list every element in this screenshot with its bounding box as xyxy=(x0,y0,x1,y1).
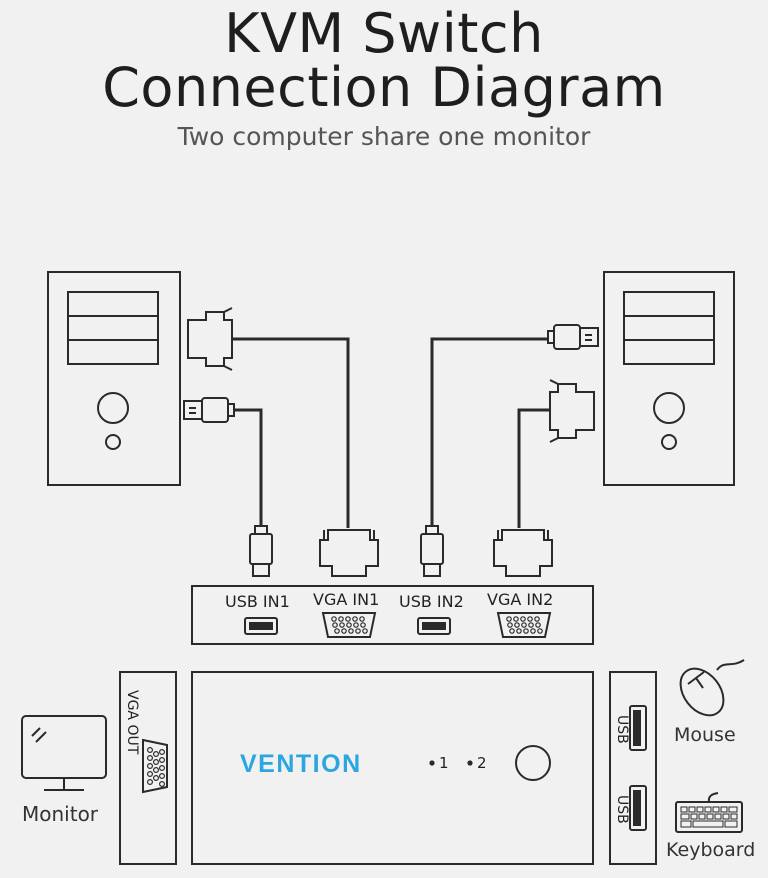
vga-out-panel xyxy=(119,671,177,865)
indicator-label-1: 1 xyxy=(439,754,449,772)
mouse-icon xyxy=(679,659,745,717)
computer-right xyxy=(603,271,735,486)
vga-out-port xyxy=(142,738,168,794)
usb-in2-port xyxy=(417,617,451,635)
indicator-label-2: 2 xyxy=(477,754,487,772)
usb-port-bottom xyxy=(629,785,647,831)
vga-connector-right xyxy=(549,379,595,443)
keyboard-keys xyxy=(680,806,738,828)
usb-plug-in2 xyxy=(420,525,444,577)
vga-connector-left xyxy=(187,307,233,371)
label-vga-in1: VGA IN1 xyxy=(313,590,380,609)
computer-left xyxy=(47,271,181,486)
indicator-dot-2 xyxy=(467,760,473,766)
label-vga-out: VGA OUT xyxy=(124,690,140,755)
switch-button[interactable] xyxy=(515,745,551,781)
monitor-icon xyxy=(21,715,107,791)
label-monitor: Monitor xyxy=(22,802,99,826)
vga-in2-port xyxy=(496,612,552,638)
title-line-2: Connection Diagram xyxy=(102,56,666,119)
usb-in1-port xyxy=(244,617,278,635)
keyboard-icon xyxy=(675,792,743,833)
label-mouse: Mouse xyxy=(674,724,736,746)
kvm-back-panel xyxy=(191,585,594,645)
subtitle: Two computer share one monitor xyxy=(177,122,591,151)
usb-plug-left xyxy=(183,397,235,423)
label-vga-in2: VGA IN2 xyxy=(487,590,554,609)
usb-side-panel xyxy=(609,671,657,865)
cables xyxy=(232,337,550,528)
label-usb-top: USB xyxy=(614,715,630,744)
usb-plug-in1 xyxy=(249,525,273,577)
usb-plug-right xyxy=(547,324,599,350)
vga-plug-in2 xyxy=(493,529,553,577)
vga-pins xyxy=(147,616,543,787)
label-keyboard: Keyboard xyxy=(666,839,756,861)
vga-plug-in1 xyxy=(319,529,379,577)
kvm-front-panel xyxy=(191,671,594,865)
label-usb-in2: USB IN2 xyxy=(399,592,464,611)
vga-cable-left xyxy=(232,337,350,528)
usb-cable-left xyxy=(232,408,263,526)
label-usb-bottom: USB xyxy=(614,795,630,824)
brand-logo: VENTION xyxy=(240,750,362,778)
usb-port-top xyxy=(629,705,647,751)
indicator-dot-1 xyxy=(429,760,435,766)
vga-in1-port xyxy=(321,612,377,638)
vga-cable-right xyxy=(517,408,550,528)
title-line-1: KVM Switch xyxy=(224,2,544,65)
usb-cable-right xyxy=(430,337,550,526)
label-usb-in1: USB IN1 xyxy=(225,592,290,611)
